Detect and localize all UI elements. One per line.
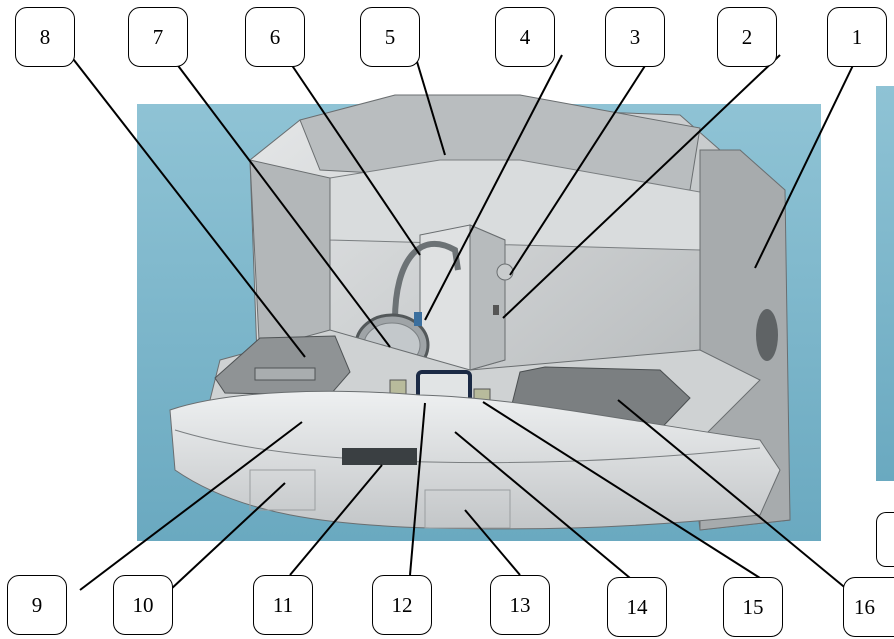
callout-7: 7: [128, 7, 188, 67]
callout-10: 10: [113, 575, 173, 635]
left-door: [249, 469, 316, 511]
knob: [496, 263, 514, 281]
leader-line-14: [454, 431, 631, 579]
callout-6: 6: [245, 7, 305, 67]
callout-14: 14: [607, 577, 667, 637]
leader-line-7: [169, 54, 391, 348]
right-background-panel: [876, 86, 894, 481]
leader-line-9: [79, 421, 303, 591]
callout-8: 8: [15, 7, 75, 67]
switch: [493, 305, 499, 315]
front-door: [424, 489, 511, 529]
callout-11: 11: [253, 575, 313, 635]
leader-lines: [69, 54, 861, 601]
magnifier-knob: [414, 312, 422, 326]
leader-line-5: [414, 54, 446, 156]
callout-2: 2: [717, 7, 777, 67]
callout-3: 3: [605, 7, 665, 67]
display-slot: [342, 448, 417, 465]
callout-4: 4: [495, 7, 555, 67]
leader-line-15: [482, 401, 761, 579]
leader-line-3: [509, 54, 653, 276]
callout-9: 9: [7, 575, 67, 635]
callout-16: 16: [843, 577, 894, 637]
leader-line-16: [617, 399, 861, 601]
leader-line-4: [424, 54, 563, 321]
callout-5: 5: [360, 7, 420, 67]
leader-line-1: [754, 54, 859, 269]
cable: [392, 241, 461, 321]
left-tray: [214, 335, 351, 396]
callout-13: 13: [490, 575, 550, 635]
leader-line-10: [169, 482, 286, 591]
side-port: [756, 309, 778, 361]
callout-12: 12: [372, 575, 432, 635]
leader-line-11: [289, 464, 383, 576]
leader-line-12: [409, 402, 426, 576]
leader-line-6: [284, 54, 421, 256]
callout-1: 1: [827, 7, 887, 67]
leader-line-2: [502, 54, 781, 319]
leader-line-13: [464, 509, 521, 576]
left-side: [249, 159, 331, 361]
leader-line-8: [69, 54, 306, 358]
partial-box: [876, 512, 894, 567]
callout-15: 15: [723, 577, 783, 637]
